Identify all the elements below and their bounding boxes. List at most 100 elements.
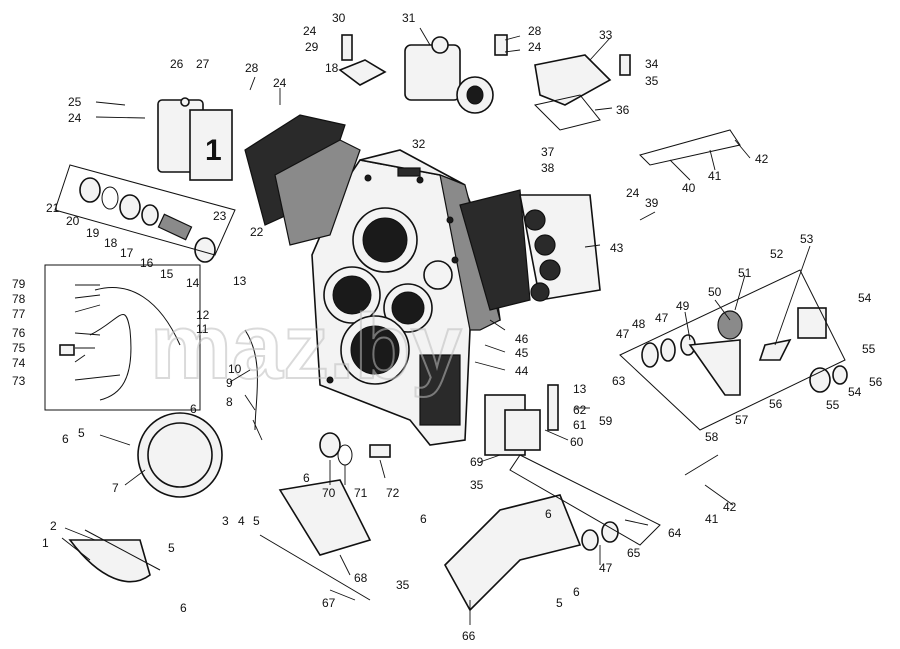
callout-75: 75 [12, 341, 26, 355]
callout-26: 26 [170, 57, 184, 71]
callout-24c: 24 [303, 24, 317, 38]
callout-13a: 13 [233, 274, 247, 288]
callout-68: 68 [354, 571, 368, 585]
callout-53: 53 [800, 232, 814, 246]
callout-22: 22 [250, 225, 264, 239]
callout-57: 57 [735, 413, 749, 427]
callout-13b: 13 [573, 382, 587, 396]
svg-text:1: 1 [205, 134, 222, 167]
callout-73: 73 [12, 374, 26, 388]
callout-42a: 42 [755, 152, 769, 166]
callout-21: 21 [46, 201, 60, 215]
callout-24e: 24 [626, 186, 640, 200]
callout-62: 62 [573, 403, 587, 417]
callout-24a: 24 [68, 111, 82, 125]
callout-14: 14 [186, 276, 200, 290]
callout-34: 34 [645, 57, 659, 71]
callout-15: 15 [160, 267, 174, 281]
callout-2: 2 [50, 519, 57, 533]
callout-39: 39 [645, 196, 659, 210]
callout-4: 4 [238, 514, 245, 528]
callout-28b: 28 [528, 24, 542, 38]
callout-27: 27 [196, 57, 210, 71]
callout-56a: 56 [869, 375, 883, 389]
callout-63: 63 [612, 374, 626, 388]
callout-66: 66 [462, 629, 476, 643]
callout-24b: 24 [273, 76, 287, 90]
callout-5b: 5 [253, 514, 260, 528]
lower-left-parts [68, 329, 372, 601]
callout-55b: 55 [826, 398, 840, 412]
callout-5d: 5 [556, 596, 563, 610]
callout-65: 65 [627, 546, 641, 560]
callout-labels: 1 2 3 4 5 5 5 5 6 6 6 6 6 6 6 7 8 9 10 1… [12, 11, 883, 643]
callout-1: 1 [42, 536, 49, 550]
callout-23: 23 [213, 209, 227, 223]
callout-70: 70 [322, 486, 336, 500]
solenoid-assembly [338, 34, 631, 131]
callout-11: 11 [196, 322, 209, 336]
callout-61: 61 [573, 418, 587, 432]
callout-36: 36 [616, 103, 630, 117]
callout-9: 9 [226, 376, 233, 390]
callout-47a: 47 [616, 327, 630, 341]
control-valve-block [459, 129, 741, 311]
callout-29: 29 [305, 40, 319, 54]
callout-54b: 54 [848, 385, 862, 399]
callout-59: 59 [599, 414, 613, 428]
callout-35a: 35 [645, 74, 659, 88]
callout-76: 76 [12, 326, 26, 340]
callout-38: 38 [541, 161, 555, 175]
callout-60: 60 [570, 435, 584, 449]
watermark: mаz.by [150, 296, 462, 398]
callout-77: 77 [12, 307, 26, 321]
hydraulic-pipes [44, 264, 201, 411]
callout-56b: 56 [769, 397, 783, 411]
callout-31: 31 [402, 11, 416, 25]
callout-6d: 6 [303, 471, 310, 485]
callout-48: 48 [632, 317, 646, 331]
callout-54a: 54 [858, 291, 872, 305]
callout-33: 33 [599, 28, 613, 42]
callout-19: 19 [86, 226, 100, 240]
callout-79: 79 [12, 277, 26, 291]
callout-37: 37 [541, 145, 555, 159]
callout-17: 17 [120, 246, 134, 260]
callout-50: 50 [708, 285, 722, 299]
shaft-components [54, 164, 236, 263]
callout-35c: 35 [396, 578, 410, 592]
callout-45: 45 [515, 346, 529, 360]
callout-44: 44 [515, 364, 529, 378]
valve-body-assembly: 1 [157, 97, 361, 246]
callout-18b: 18 [325, 61, 339, 75]
callout-30: 30 [332, 11, 346, 25]
callout-49: 49 [676, 299, 690, 313]
callout-41a: 41 [708, 169, 722, 183]
callout-46: 46 [515, 332, 529, 346]
callout-52: 52 [770, 247, 784, 261]
leader-lines [61, 27, 811, 625]
callout-69: 69 [470, 455, 484, 469]
callout-72: 72 [386, 486, 400, 500]
callout-3: 3 [222, 514, 229, 528]
callout-10: 10 [228, 362, 242, 376]
callout-28a: 28 [245, 61, 259, 75]
callout-6c: 6 [180, 601, 187, 615]
callout-74: 74 [12, 356, 26, 370]
callout-5a: 5 [78, 426, 85, 440]
callout-78: 78 [12, 292, 26, 306]
callout-20: 20 [66, 214, 80, 228]
callout-67: 67 [322, 596, 336, 610]
callout-41b: 41 [705, 512, 719, 526]
callout-58: 58 [705, 430, 719, 444]
callout-8: 8 [226, 395, 233, 409]
callout-32: 32 [412, 137, 426, 151]
callout-47b: 47 [655, 311, 669, 325]
callout-42b: 42 [723, 500, 737, 514]
callout-24d: 24 [528, 40, 542, 54]
callout-25: 25 [68, 95, 82, 109]
callout-7: 7 [112, 481, 119, 495]
callout-35b: 35 [470, 478, 484, 492]
callout-6f: 6 [545, 507, 552, 521]
